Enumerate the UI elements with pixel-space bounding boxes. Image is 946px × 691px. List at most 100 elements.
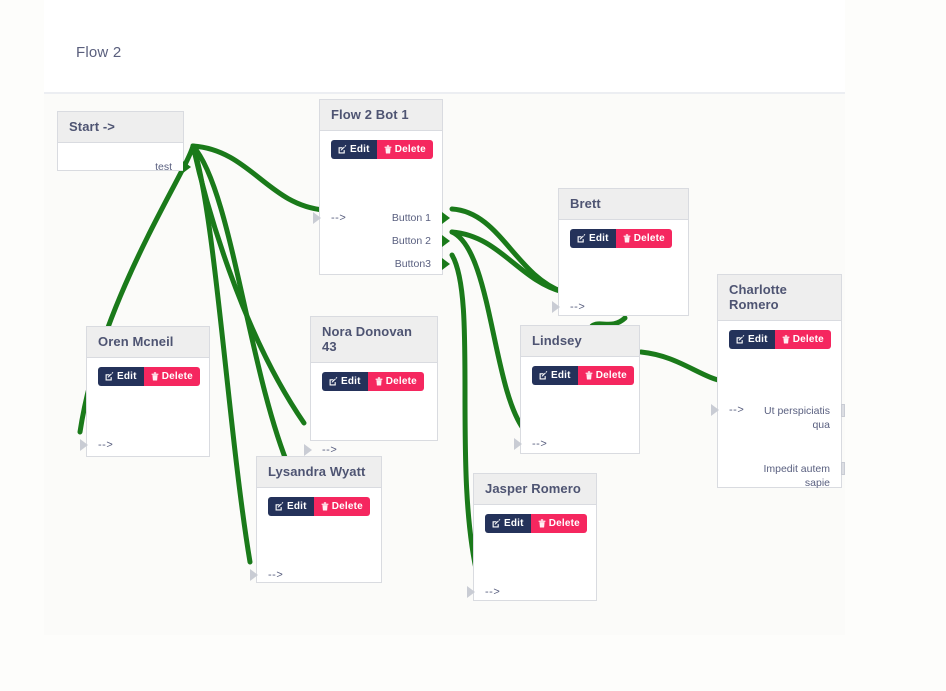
node-action-bar: Edit Delete — [87, 358, 209, 389]
delete-button[interactable]: Delete — [530, 514, 587, 533]
trash-icon — [375, 377, 383, 386]
port-row[interactable]: Button3 — [320, 252, 450, 275]
edit-button-label: Edit — [341, 376, 361, 387]
node-title: Start -> — [58, 112, 183, 143]
trash-icon — [151, 372, 159, 381]
port-marker-out-icon[interactable] — [841, 462, 845, 475]
delete-button-label: Delete — [331, 501, 363, 512]
port-marker-out-icon[interactable] — [442, 257, 450, 270]
node-spacer — [311, 394, 437, 438]
edit-button-label: Edit — [287, 501, 307, 512]
port-marker-out-icon[interactable] — [183, 160, 191, 173]
port-marker-out-icon[interactable] — [442, 211, 450, 224]
delete-button[interactable]: Delete — [774, 330, 831, 349]
port-in-label: --> — [570, 300, 586, 313]
edit-button-label: Edit — [117, 371, 137, 382]
pencil-square-icon — [275, 502, 284, 511]
port-row[interactable]: --> — [467, 580, 596, 603]
trash-icon — [384, 145, 392, 154]
port-row[interactable]: --> — [304, 438, 437, 461]
node-flow-2-bot-1[interactable]: Flow 2 Bot 1 Edit Delete --> Button 1 Button … — [313, 99, 450, 275]
node-title: Oren Mcneil — [87, 327, 209, 358]
delete-button[interactable]: Delete — [376, 140, 433, 159]
delete-button[interactable]: Delete — [313, 497, 370, 516]
port-marker-out-icon[interactable] — [442, 234, 450, 247]
trash-icon — [782, 335, 790, 344]
node-title: Flow 2 Bot 1 — [320, 100, 442, 131]
edit-button-label: Edit — [350, 144, 370, 155]
node-title: Lindsey — [521, 326, 639, 357]
port-in-label: --> — [268, 568, 284, 581]
pencil-square-icon — [105, 372, 114, 381]
node-body: Edit Delete --> Button 1 Button 2 Button3 — [313, 131, 450, 275]
delete-button[interactable]: Delete — [615, 229, 672, 248]
edit-button[interactable]: Edit — [729, 330, 775, 349]
edit-button[interactable]: Edit — [268, 497, 314, 516]
node-action-bar: Edit Delete — [320, 131, 442, 162]
port-row[interactable]: Impedit autem sapie — [718, 462, 845, 512]
page-title: Flow 2 — [76, 44, 122, 61]
port-marker-in-icon — [467, 585, 475, 598]
port-marker-in-icon — [80, 438, 88, 451]
delete-button-label: Delete — [792, 334, 824, 345]
trash-icon — [585, 371, 593, 380]
node-spacer — [559, 251, 688, 295]
port-out-label: Button 1 — [391, 211, 431, 224]
pencil-square-icon — [492, 519, 501, 528]
delete-button-label: Delete — [161, 371, 193, 382]
edit-button[interactable]: Edit — [532, 366, 578, 385]
port-row[interactable]: --> — [80, 433, 209, 456]
node-ports: --> — [467, 580, 596, 603]
delete-button[interactable]: Delete — [577, 366, 634, 385]
port-in-label: --> — [729, 404, 745, 416]
delete-button-label: Delete — [394, 144, 426, 155]
port-row[interactable]: -->Ut perspiciatis qua — [711, 404, 845, 454]
port-row[interactable]: --> — [250, 563, 381, 586]
delete-button[interactable]: Delete — [143, 367, 200, 386]
node-ports: --> Button 1 Button 2 Button3 — [313, 206, 450, 275]
node-ports: --> — [514, 432, 639, 455]
port-marker-out-icon[interactable] — [841, 404, 845, 417]
port-row[interactable]: --> — [552, 295, 688, 318]
port-marker-in-icon — [304, 443, 312, 456]
delete-button-label: Delete — [633, 233, 665, 244]
node-start[interactable]: Start -> test — [57, 111, 191, 173]
port-row[interactable]: test — [58, 155, 191, 178]
edit-button-label: Edit — [589, 233, 609, 244]
port-marker-in-icon — [514, 437, 522, 450]
port-marker-in-icon — [552, 300, 560, 313]
port-out-label: Button3 — [394, 257, 431, 270]
delete-button[interactable]: Delete — [367, 372, 424, 391]
node-spacer — [58, 143, 183, 155]
node-title: Jasper Romero — [474, 474, 596, 505]
port-row[interactable]: --> Button 1 — [313, 206, 450, 229]
pencil-square-icon — [329, 377, 338, 386]
node-ports: test — [58, 155, 191, 178]
edit-button-label: Edit — [748, 334, 768, 345]
edit-button[interactable]: Edit — [485, 514, 531, 533]
edit-button[interactable]: Edit — [331, 140, 377, 159]
port-in-label: --> — [331, 211, 347, 224]
port-row[interactable]: --> — [514, 432, 639, 455]
port-out-label: Button 2 — [391, 234, 431, 247]
edit-button[interactable]: Edit — [322, 372, 368, 391]
node-body: Edit Delete --> — [552, 220, 688, 318]
node-action-bar: Edit Delete — [257, 488, 381, 519]
port-out-label: test — [155, 160, 172, 173]
port-marker-in-icon — [711, 404, 719, 416]
edit-button[interactable]: Edit — [98, 367, 144, 386]
edit-button[interactable]: Edit — [570, 229, 616, 248]
port-row[interactable]: Button 2 — [320, 229, 450, 252]
